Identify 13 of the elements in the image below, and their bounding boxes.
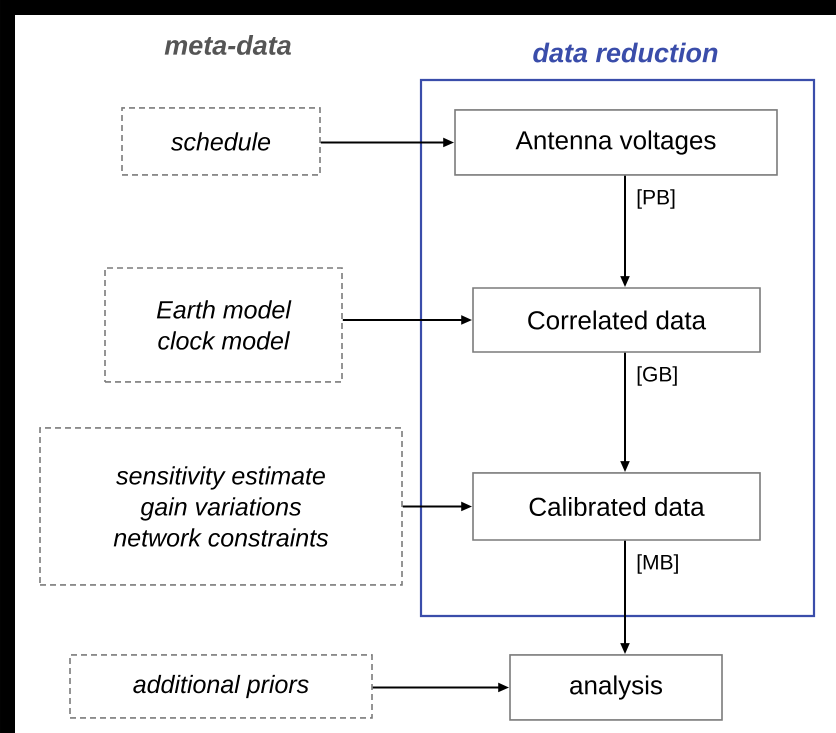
edge-label: [MB] [635,553,680,575]
input-box: additional priors [69,654,373,719]
input-box: schedule [121,107,321,176]
edge-label: [GB] [635,365,680,387]
input-box: Earth model clock model [104,267,343,383]
process-box: analysis [509,654,723,721]
node-label: data reduction [533,42,718,62]
process-box: Antenna voltages [454,109,778,176]
process-box: Correlated data [472,287,761,353]
process-box: Calibrated data [472,472,761,541]
input-box: sensitivity estimate gain variations network constraints [39,427,403,586]
edge-label: [PB] [635,188,677,210]
column-heading: meta-data [164,35,291,55]
